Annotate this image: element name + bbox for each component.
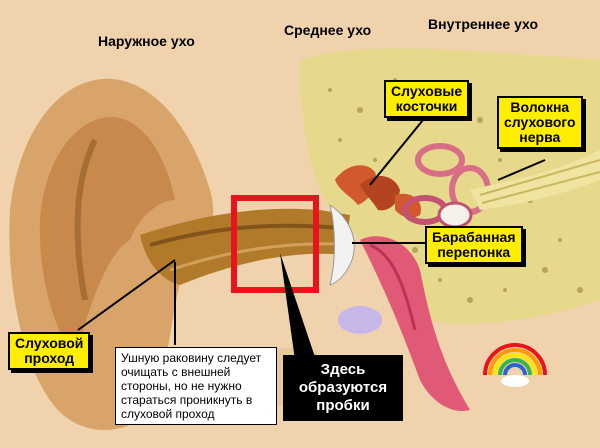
label-eardrum: Барабанная перепонка <box>425 226 523 264</box>
lower-vessel <box>338 306 382 334</box>
rainbow-logo <box>483 343 547 387</box>
cleaning-note: Ушную раковину следует очищать с внешней… <box>115 347 277 425</box>
plug-highlight-frame <box>231 195 319 293</box>
auricle-inner-fold <box>39 116 175 360</box>
label-auditory-nerve: Волокна слухового нерва <box>497 96 583 149</box>
label-ossicles: Слуховые косточки <box>384 80 470 118</box>
plug-callout: Здесь образуются пробки <box>283 355 403 421</box>
label-ear-canal: Слуховой проход <box>8 332 91 370</box>
section-middle-ear: Среднее ухо <box>284 22 372 38</box>
section-outer-ear: Наружное ухо <box>98 33 195 49</box>
eustachian-tube <box>360 236 470 411</box>
leader-lines <box>77 119 546 345</box>
eardrum-membrane <box>329 203 355 286</box>
section-inner-ear: Внутреннее ухо <box>428 16 539 32</box>
callout-pointer <box>280 253 316 360</box>
